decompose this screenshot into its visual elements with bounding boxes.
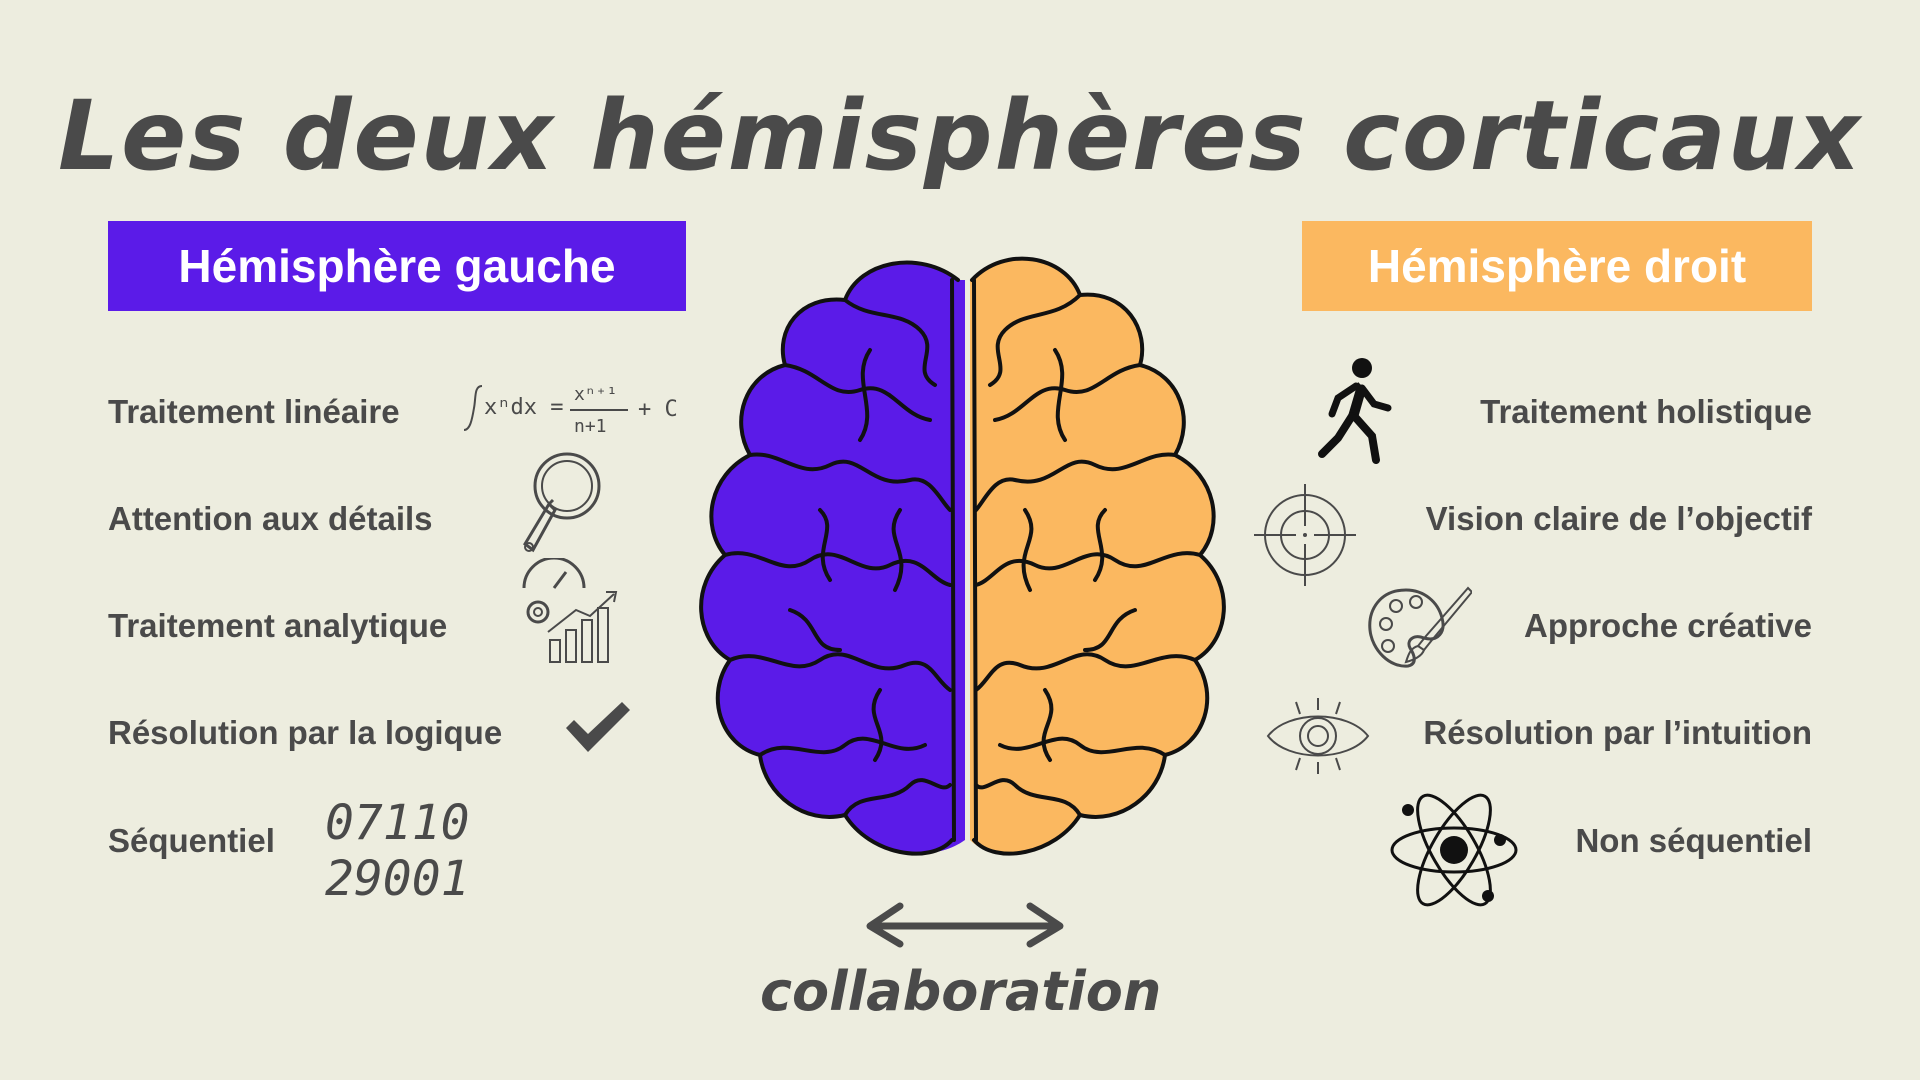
- digits-line-2: 29001: [325, 851, 470, 907]
- svg-text:xⁿdx =: xⁿdx =: [484, 395, 563, 420]
- paint-palette-icon: [1366, 584, 1474, 679]
- right-item-holistic: Traitement holistique: [1480, 393, 1812, 430]
- page-title: Les deux hémisphères corticaux: [57, 80, 1863, 192]
- left-item-details: Attention aux détails: [108, 500, 433, 537]
- eye-icon: [1266, 696, 1370, 781]
- left-item-linear: Traitement linéaire: [108, 393, 400, 430]
- checkmark-icon: [562, 700, 634, 761]
- collaboration-label: collaboration: [760, 960, 1162, 1023]
- right-hemisphere-header: Hémisphère droit: [1302, 221, 1812, 311]
- analytics-chart-icon: [518, 556, 622, 673]
- double-arrow-icon: [860, 900, 1070, 955]
- right-item-intuition: Résolution par l’intuition: [1423, 714, 1812, 751]
- left-item-analytic: Traitement analytique: [108, 607, 448, 644]
- atom-icon: [1388, 784, 1520, 921]
- left-item-logic: Résolution par la logique: [108, 714, 503, 751]
- brain-illustration: [670, 250, 1250, 895]
- svg-text:n+1: n+1: [574, 416, 607, 437]
- crosshair-target-icon: [1252, 482, 1358, 593]
- svg-text:+ C: + C: [638, 397, 678, 422]
- walking-person-icon: [1318, 358, 1398, 469]
- left-hemisphere-header: Hémisphère gauche: [108, 221, 686, 311]
- binary-digits-icon: 07110 29001: [325, 795, 470, 907]
- right-item-non-sequential: Non séquentiel: [1575, 822, 1812, 859]
- right-item-creative: Approche créative: [1524, 607, 1812, 644]
- left-item-sequential: Séquentiel: [108, 822, 275, 859]
- integral-formula-icon: xⁿdx = xⁿ⁺¹ n+1 + C: [462, 378, 702, 443]
- left-hemisphere-shape: [701, 262, 965, 854]
- right-item-vision: Vision claire de l’objectif: [1425, 500, 1812, 537]
- digits-line-1: 07110: [325, 795, 470, 851]
- magnifier-icon: [515, 448, 605, 563]
- svg-text:xⁿ⁺¹: xⁿ⁺¹: [574, 384, 617, 405]
